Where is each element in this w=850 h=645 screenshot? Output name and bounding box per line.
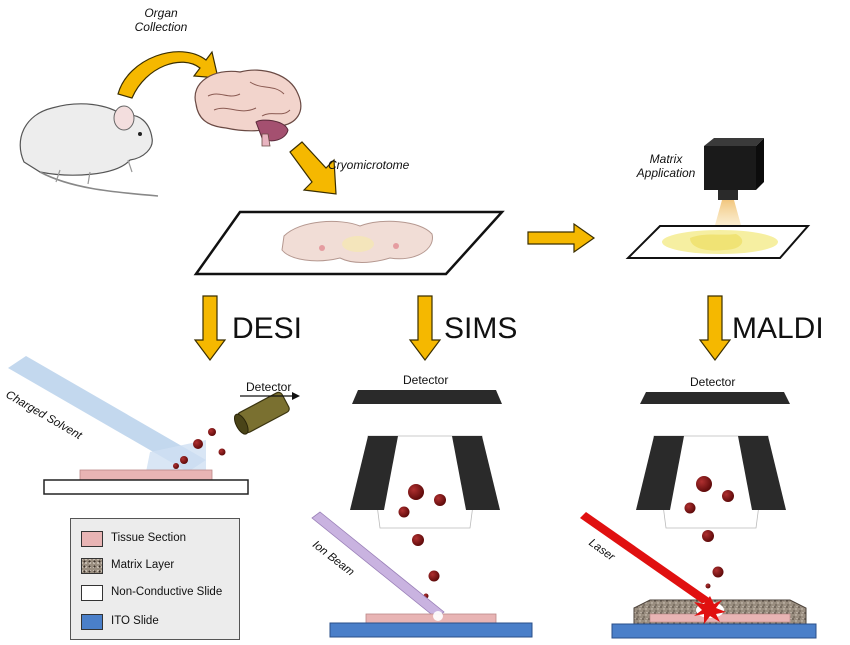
matrix-slide-icon: [625, 225, 811, 259]
desi-label: DESI: [232, 312, 303, 345]
legend-item: Matrix Layer: [81, 558, 236, 576]
desi-detector-arrow: [240, 392, 300, 400]
organ-collection-arrow: [117, 50, 219, 99]
legend-item: Non-Conductive Slide: [81, 585, 236, 603]
desi-solvent-stream: [8, 356, 206, 472]
organ-collection-label: Organ Collection: [134, 6, 188, 34]
desi-droplets: [173, 428, 226, 469]
legend-item: Tissue Section: [81, 531, 236, 549]
legend-label: Tissue Section: [111, 532, 186, 544]
sims-arrow: [408, 295, 442, 361]
ion-beam: [311, 511, 445, 619]
mouse-icon: [19, 103, 159, 197]
matrix-layer-swatch: [81, 558, 103, 574]
maldi-detector-label: Detector: [690, 375, 736, 389]
matrix-arrow: [527, 222, 596, 254]
desi-detector-label: Detector: [246, 380, 292, 394]
legend-label: ITO Slide: [111, 615, 159, 627]
non-conductive-slide-swatch: [81, 585, 103, 601]
tissue-section-swatch: [81, 531, 103, 547]
sims-slide: [329, 611, 533, 638]
brain-icon: [194, 69, 302, 147]
maldi-droplets: [684, 476, 734, 589]
cryomicrotome-label: Cryomicrotome: [328, 158, 410, 172]
camera-sprayer-icon: [704, 138, 764, 236]
desi-slide: [43, 469, 249, 495]
detector-plate-icon: [640, 392, 790, 404]
legend-label: Non-Conductive Slide: [111, 586, 223, 598]
legend-label: Matrix Layer: [111, 559, 175, 571]
maldi-label: MALDI: [732, 312, 824, 345]
desi-arrow: [193, 295, 227, 361]
sims-detector-label: Detector: [403, 373, 449, 387]
nozzle-icon: [233, 391, 290, 435]
maldi-arrow: [698, 295, 732, 361]
ion-optics-icon: [350, 435, 500, 529]
ito-slide-swatch: [81, 614, 103, 630]
detector-plate-icon: [352, 390, 502, 404]
legend-item: ITO Slide: [81, 614, 236, 632]
sims-label: SIMS: [444, 312, 518, 345]
matrix-application-label: Matrix Application: [636, 152, 696, 180]
laser-beam: [580, 512, 726, 624]
legend: Tissue Section Matrix Layer Non-Conducti…: [70, 518, 240, 640]
tissue-slide-icon: [193, 210, 505, 276]
cryomicrotome-arrow: [289, 141, 337, 195]
